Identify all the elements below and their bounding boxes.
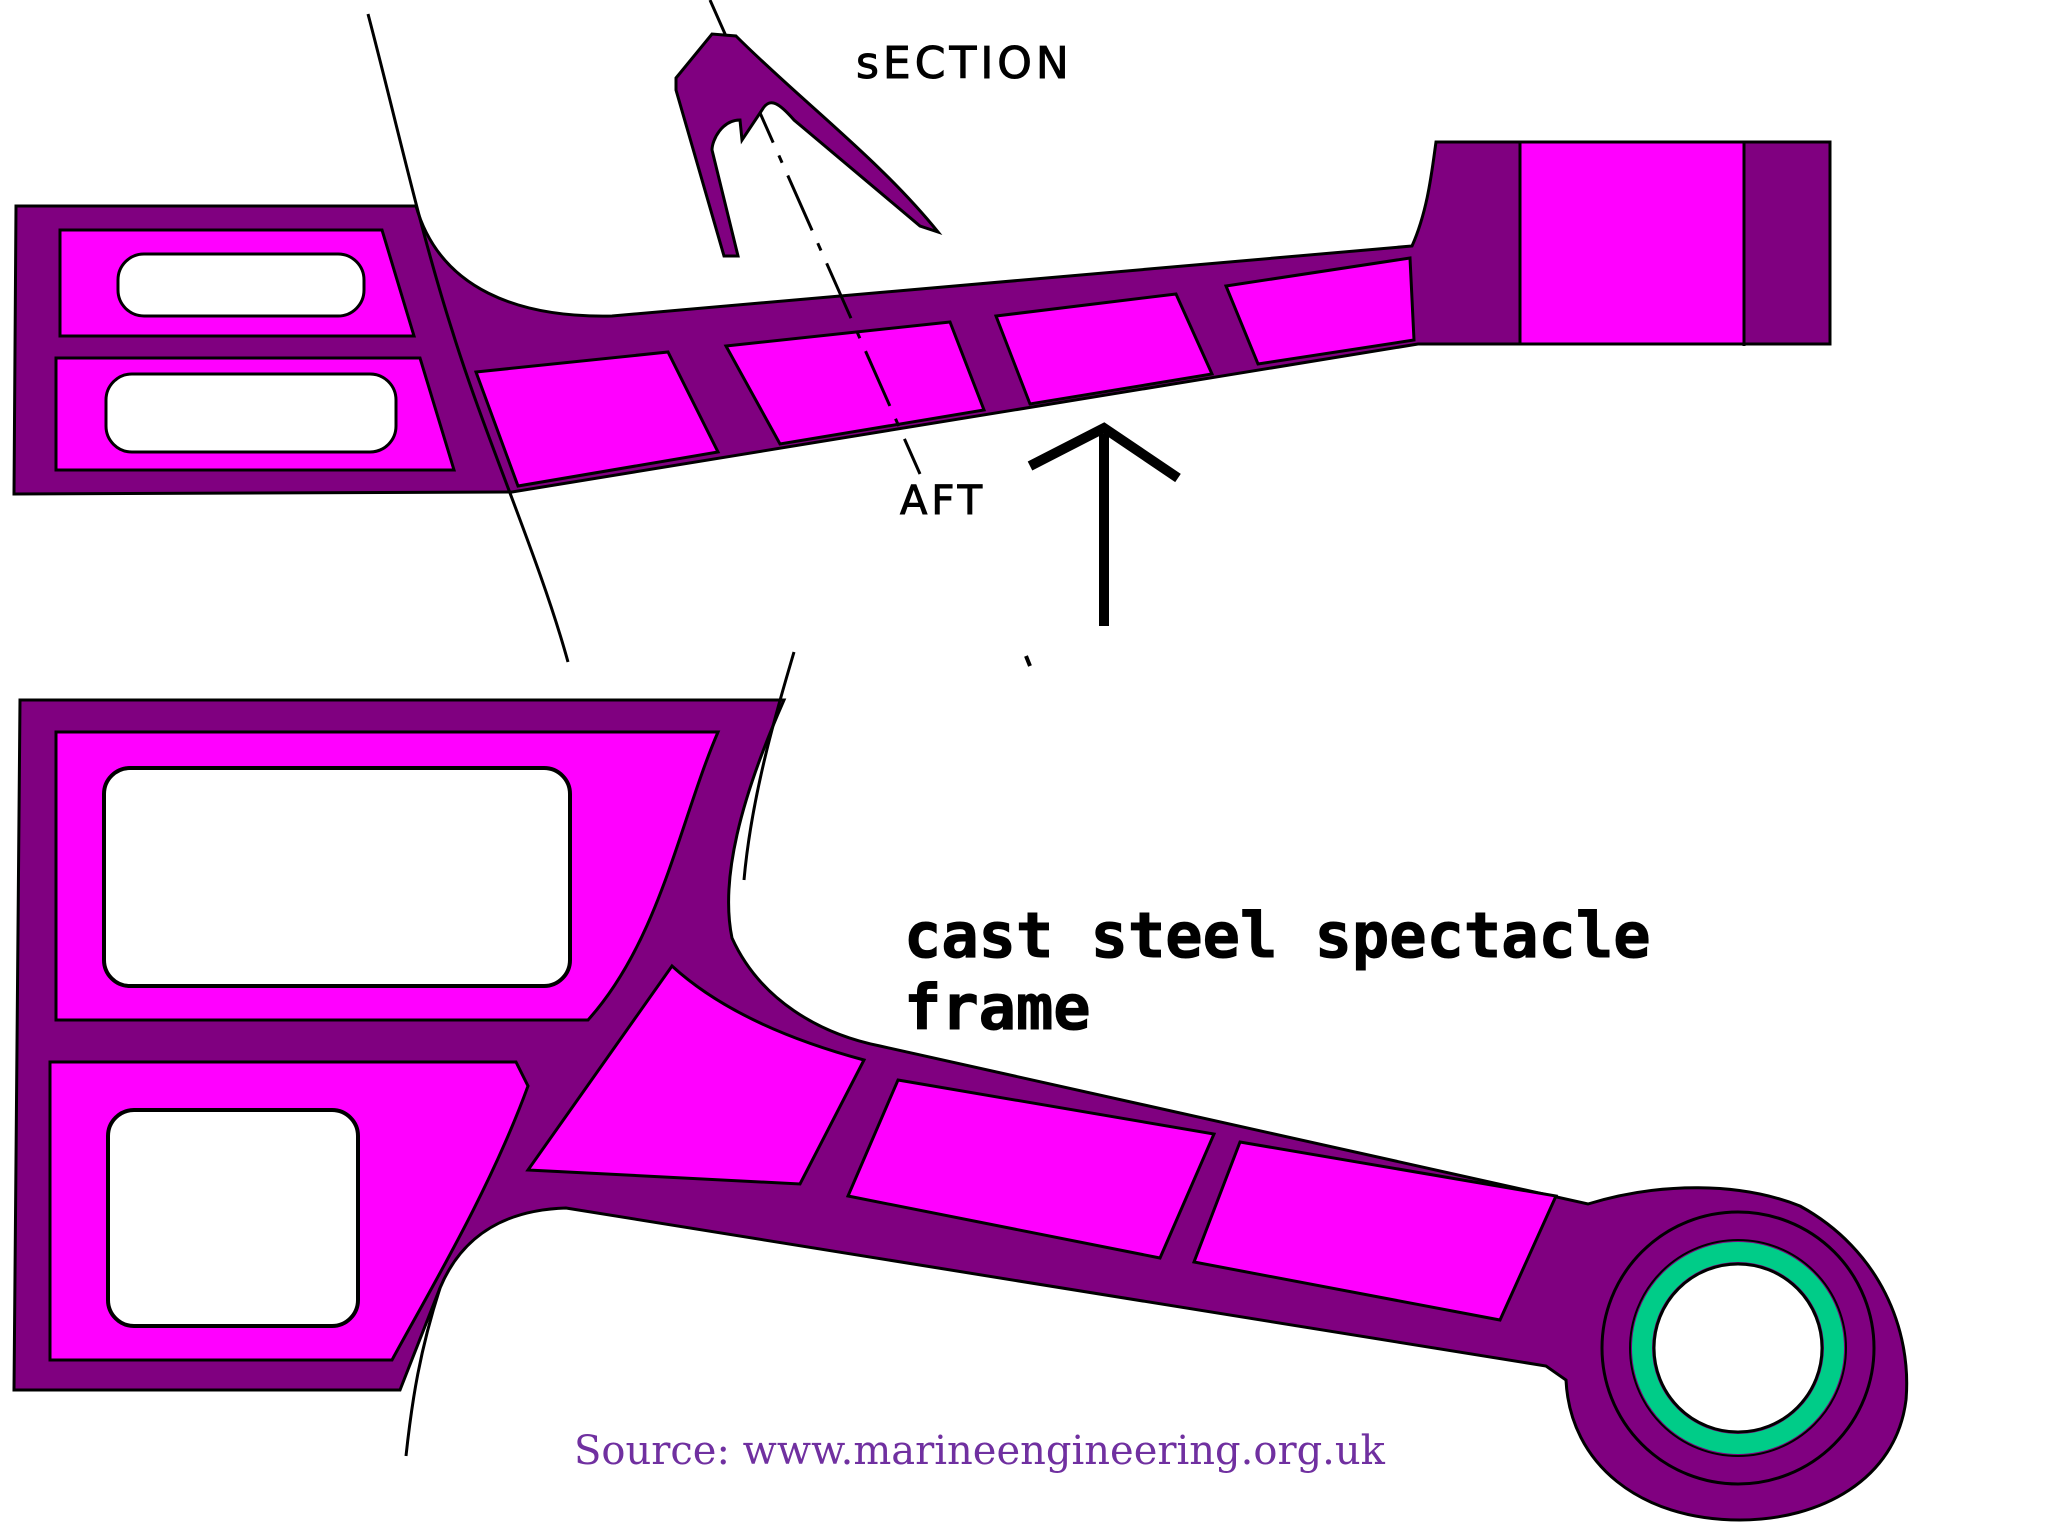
frame-arm-cell-1 [525, 963, 867, 1186]
bearing-ring [1632, 1242, 1844, 1454]
frame-edge-left [742, 651, 796, 881]
section-frame-body [12, 140, 1832, 496]
section-arm-cell-2 [723, 320, 987, 446]
source-credit: Source: www.marineengineering.org.uk [574, 1428, 1385, 1474]
elevation-view [12, 651, 1909, 1522]
title-line-1: cast steel spectacle [904, 899, 1652, 972]
bearing-bore [1652, 1262, 1824, 1434]
section-arrow-icon [674, 32, 943, 258]
frame-opening-lower [106, 1108, 360, 1328]
section-arm-cell-4 [1223, 256, 1416, 366]
aft-arrow-icon [1027, 422, 1181, 626]
section-view [12, 0, 1832, 667]
frame-arm-cell-3 [1191, 1140, 1559, 1322]
section-opening-upper [116, 252, 366, 318]
section-arm-cell-3 [993, 292, 1215, 406]
frame-arm-cell-2 [845, 1078, 1217, 1260]
frame-edge-bottom [404, 1287, 442, 1457]
frame-opening-upper [102, 766, 572, 988]
diagram-title: cast steel spectacle frame [904, 899, 1652, 1044]
aft-label: AFT [899, 478, 987, 525]
section-label: sECTION [856, 38, 1073, 90]
title-line-2: frame [904, 971, 1092, 1044]
section-center-line [708, 0, 922, 475]
section-cut-line [366, 13, 570, 663]
section-boss-block [1518, 140, 1746, 346]
section-opening-lower [104, 372, 398, 454]
section-arm-cell-1 [473, 350, 721, 488]
